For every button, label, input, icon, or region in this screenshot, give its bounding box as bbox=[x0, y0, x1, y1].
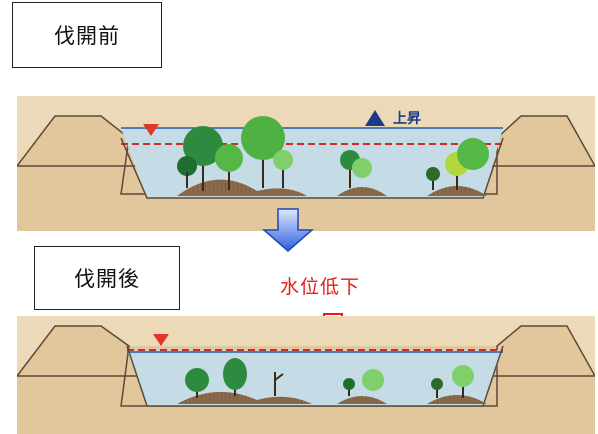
down-arrow-icon bbox=[262, 208, 314, 252]
after-cross-section-drawing bbox=[17, 316, 595, 434]
tree-icon bbox=[185, 368, 209, 398]
up-triangle-icon bbox=[365, 110, 385, 126]
bar-mound bbox=[427, 186, 487, 196]
water-level-drop-label: 水位低下 bbox=[280, 276, 361, 298]
tree-icon bbox=[273, 150, 293, 188]
tree-icon bbox=[431, 378, 443, 398]
before-cross-section bbox=[17, 96, 595, 231]
bar-mound bbox=[177, 179, 307, 196]
tree-icon bbox=[215, 144, 243, 190]
after-label-text: 伐開後 bbox=[74, 267, 140, 291]
bar-mound bbox=[337, 396, 387, 404]
bar-mound bbox=[427, 395, 487, 404]
after-label: 伐開後 bbox=[34, 246, 180, 310]
down-triangle-icon bbox=[153, 334, 169, 346]
tree-icon bbox=[452, 365, 474, 398]
before-label: 伐開前 bbox=[12, 2, 162, 68]
rise-label: 上昇 bbox=[393, 111, 421, 127]
tree-icon bbox=[340, 150, 372, 188]
bar-mound bbox=[337, 187, 387, 196]
tree-icon bbox=[445, 138, 489, 190]
tree-icon bbox=[177, 156, 197, 188]
tree-icon bbox=[362, 369, 384, 391]
after-cross-section bbox=[17, 316, 595, 434]
down-triangle-icon bbox=[143, 124, 159, 136]
tree-icon bbox=[241, 116, 285, 188]
tree-icon bbox=[426, 167, 440, 190]
tree-icon bbox=[183, 126, 223, 191]
tree-icon bbox=[274, 372, 284, 396]
before-cross-section-drawing bbox=[17, 96, 595, 231]
before-label-text: 伐開前 bbox=[54, 24, 120, 48]
tree-icon bbox=[223, 358, 247, 396]
bar-mound bbox=[177, 391, 312, 404]
tree-icon bbox=[343, 378, 355, 396]
